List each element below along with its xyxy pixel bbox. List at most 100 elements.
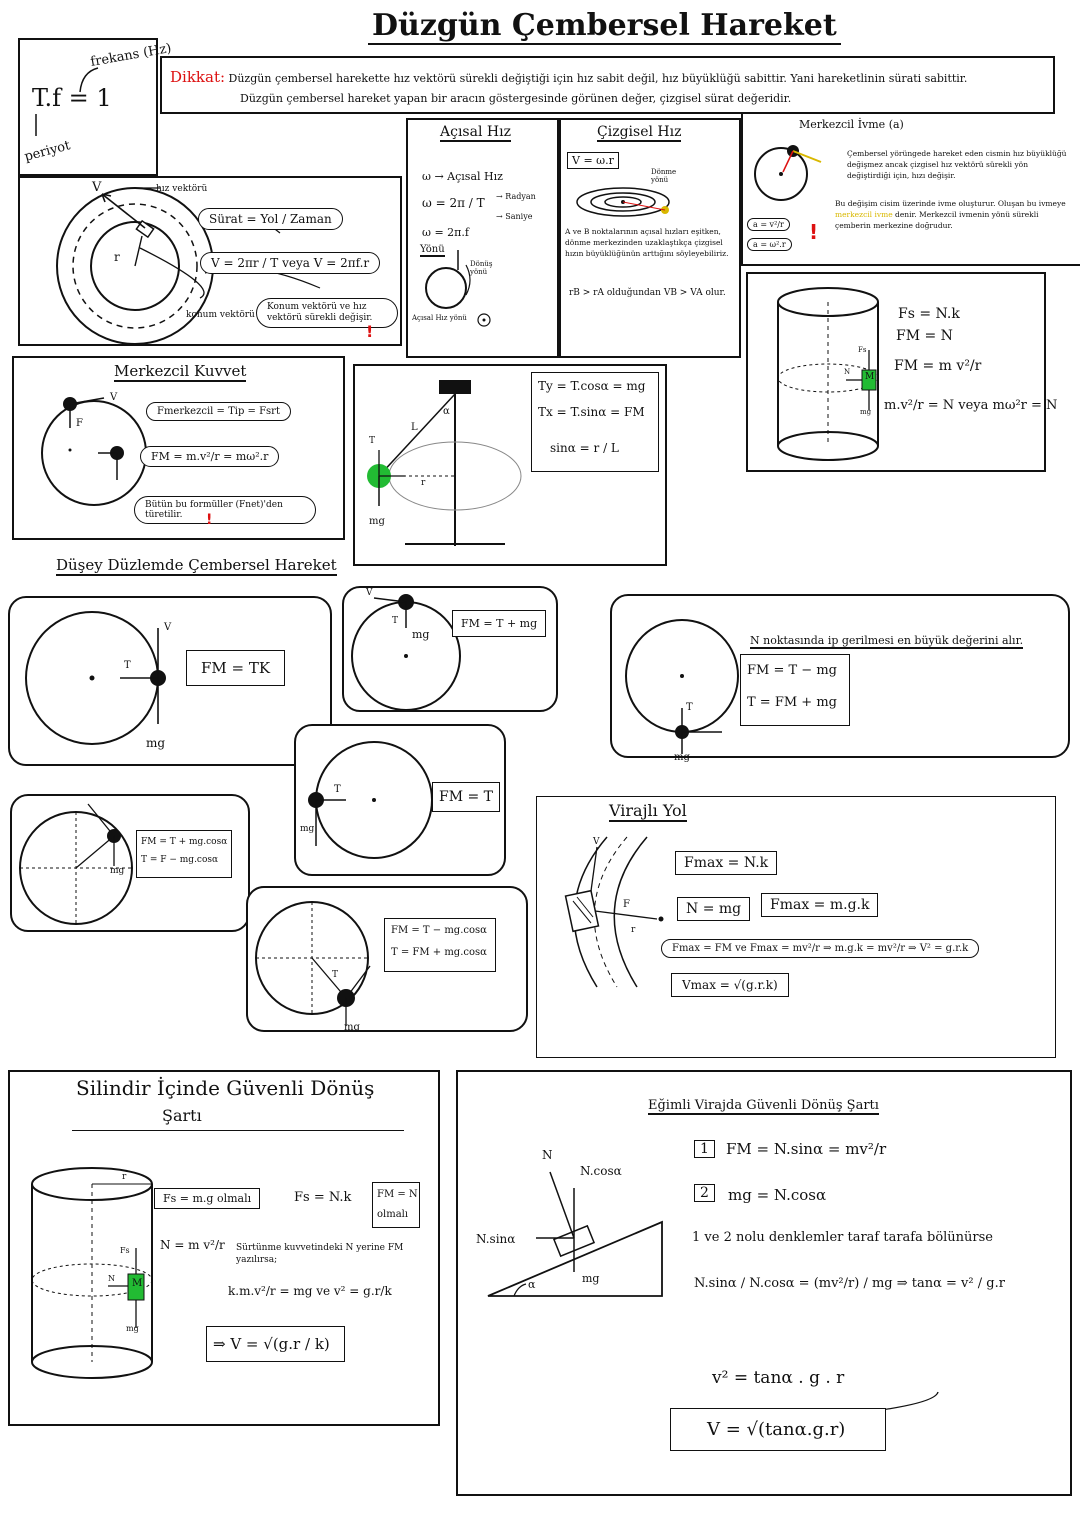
warning-box: Dikkat: Düzgün çembersel harekette hız v… (160, 56, 1055, 114)
cs-formula-4: N = m v²/r (160, 1238, 225, 1252)
cyl-combined-formula: m.v²/r = N veya mω²r = N (884, 398, 1058, 413)
cylinder-diagram (777, 287, 879, 461)
cs-mass-label: M (132, 1278, 143, 1289)
exclamation-icon: ! (809, 220, 819, 244)
linear-velocity-diagram (576, 187, 670, 217)
bc-eq1-num: 1 (694, 1140, 715, 1158)
angular-heading: Açısal Hız (440, 124, 511, 142)
cs-formula-6: ⇒ V = √(g.r / k) (206, 1326, 345, 1362)
angular-line-2: ω = 2π / T (422, 196, 485, 210)
centripetal-force-heading: Merkezcil Kuvvet (114, 362, 247, 382)
d5-formula-box: FM = T + mg.cosα T = F − mg.cosα (136, 830, 232, 878)
warning-line-1: Dikkat: Düzgün çembersel harekette hız v… (170, 68, 967, 86)
cr-v-label: V (593, 837, 600, 847)
cs-formula-1: Fs = m.g olmalı (154, 1188, 261, 1209)
d3-note: N noktasında ip gerilmesi en büyük değer… (750, 634, 1024, 649)
cs-formula-2: Fs = N.k (294, 1190, 352, 1205)
bc-eq2: mg = N.cosα (728, 1186, 827, 1204)
cs-formula-5: k.m.v²/r = mg ve v² = g.r/k (228, 1284, 392, 1298)
d4-mg-label: mg (300, 824, 315, 834)
speed-box: V hız vektörü r Sürat = Yol / Zaman V = … (18, 176, 402, 346)
acceleration-heading: Merkezcil İvme (a) (799, 118, 904, 131)
cs-heading-2: Şartı (162, 1106, 202, 1125)
direction-label: Yönü (420, 244, 445, 257)
d5-mg-label: mg (110, 866, 125, 876)
d6-formula-box: FM = T − mg.cosα T = FM + mg.cosα (384, 918, 496, 972)
cr-formula-4: Fmax = FM ve Fmax = mv²/r ⇒ m.g.k = mv²/… (661, 939, 980, 958)
angular-direction-diagram (425, 250, 491, 327)
vertical-case-5: mg FM = T + mg.cosα T = F − mg.cosα (10, 794, 250, 932)
curved-road-box: Virajlı Yol V F r Fmax = N.k N = mg Fmax… (536, 796, 1056, 1058)
d1-t-label: T (124, 660, 131, 671)
d3-formula-2: T = FM + mg (747, 695, 837, 710)
cf-note: Bütün bu formüller (Fnet)'den türetilir. (134, 496, 316, 524)
d6-formula-1: FM = T − mg.cosα (391, 925, 487, 936)
cs-note: Sürtünme kuvvetindeki N yerine FM yazılı… (236, 1243, 404, 1265)
cyl-centripetal-formula: FM = m v²/r (894, 358, 982, 374)
cylinder-box: M Fs N mg Fs = N.k FM = N FM = m v²/r m.… (746, 272, 1057, 472)
d2-t-label: T (392, 616, 399, 626)
vertical-case-1-diagram (25, 611, 166, 745)
bc-division: N.sinα / N.cosα = (mv²/r) / mg ⇒ tanα = … (694, 1276, 1005, 1291)
normal-label: N (844, 368, 851, 376)
angular-line-3: ω = 2π.f (422, 226, 469, 239)
cp-tx: Tx = T.sinα = FM (538, 405, 645, 419)
exclamation-icon: ! (206, 512, 213, 528)
linear-heading: Çizgisel Hız (597, 124, 682, 142)
linear-velocity-box: Çizgisel Hız V = ω.r Dönme yönü A ve B n… (559, 118, 741, 358)
centripetal-highlight: merkezcil ivme (835, 210, 893, 219)
cs-fs-label: Fs (120, 1246, 130, 1255)
rotation-direction-label: Dönüş yönü (470, 260, 493, 276)
speed-formula: Sürat = Yol / Zaman (198, 208, 343, 230)
acceleration-note-2: Bu değişim cisim üzerinde ivme oluşturur… (835, 199, 1066, 230)
angular-line-1: ω → Açısal Hız (422, 170, 503, 183)
tf-arrows (35, 67, 99, 136)
d6-mg-label: mg (344, 1022, 360, 1033)
cr-formula-3: Fmax = m.g.k (761, 893, 879, 917)
cyl-friction-formula: Fs = N.k (898, 306, 960, 322)
d6-formula-2: T = FM + mg.cosα (391, 947, 487, 958)
bc-eq1: FM = N.sinα = mv²/r (726, 1140, 887, 1158)
bc-ncos-label: N.cosα (580, 1164, 622, 1178)
d3-formula-box: FM = T − mg T = FM + mg (740, 654, 850, 726)
angular-direction-note: Açısal Hız yönü (412, 314, 467, 322)
d2-formula: FM = T + mg (452, 610, 547, 637)
curved-road-diagram (564, 836, 664, 988)
cs-heading: Silindir İçinde Güvenli Dönüş (76, 1076, 375, 1100)
cs-heading-rule (72, 1130, 404, 1131)
acceleration-formula-1: a = v²/r (747, 218, 790, 231)
exclamation-icon: ! (366, 322, 374, 341)
angular-second: → Saniye (496, 212, 533, 221)
angular-radian: → Radyan (496, 192, 536, 201)
linear-relation: rB > rA olduğundan VB > VA olur. (569, 288, 726, 298)
d6-t-label: T (332, 970, 339, 980)
rotation-label: Dönme yönü (651, 168, 677, 184)
vertical-case-1: T V mg FM = TK (8, 596, 332, 766)
d4-formula: FM = T (432, 782, 501, 812)
velocity-formula: V = 2πr / T veya V = 2πf.r (200, 252, 381, 274)
d1-formula: FM = TK (186, 650, 286, 686)
cp-r-label: r (421, 478, 426, 488)
cs-formula-3b: olmalı (377, 1209, 409, 1220)
d1-v-label: V (164, 622, 172, 633)
cf-formula-2: FM = m.v²/r = mω².r (140, 446, 280, 467)
bc-note: 1 ve 2 nolu denklemler taraf tarafa bölü… (692, 1230, 993, 1245)
d3-t-label: T (686, 702, 693, 713)
centripetal-force-box: Merkezcil Kuvvet V F Fmerkezcil = Tip = … (12, 356, 345, 540)
warning-text-2: Düzgün çembersel hareket yapan bir aracı… (240, 92, 792, 105)
linear-formula: V = ω.r (567, 152, 619, 169)
bc-alpha-label: α (528, 1278, 536, 1291)
cs-formula-3-box: FM = N olmalı (372, 1182, 420, 1228)
bc-eq2-num: 2 (694, 1184, 715, 1202)
bc-mg-label: mg (582, 1272, 600, 1285)
radius-label: r (114, 250, 120, 264)
cs-r-label: r (122, 1172, 127, 1182)
cyl-normal-formula: FM = N (896, 328, 953, 344)
cr-formula-5: Vmax = √(g.r.k) (671, 973, 789, 997)
vertical-case-2: V T mg FM = T + mg (342, 586, 558, 712)
cr-formula-2: N = mg (677, 897, 751, 921)
cp-mg-label: mg (369, 516, 385, 527)
mass-label: M (865, 372, 875, 382)
cf-v-label: V (110, 392, 118, 403)
acceleration-note-1: Çembersel yörüngede hareket eden cismin … (847, 149, 1067, 180)
